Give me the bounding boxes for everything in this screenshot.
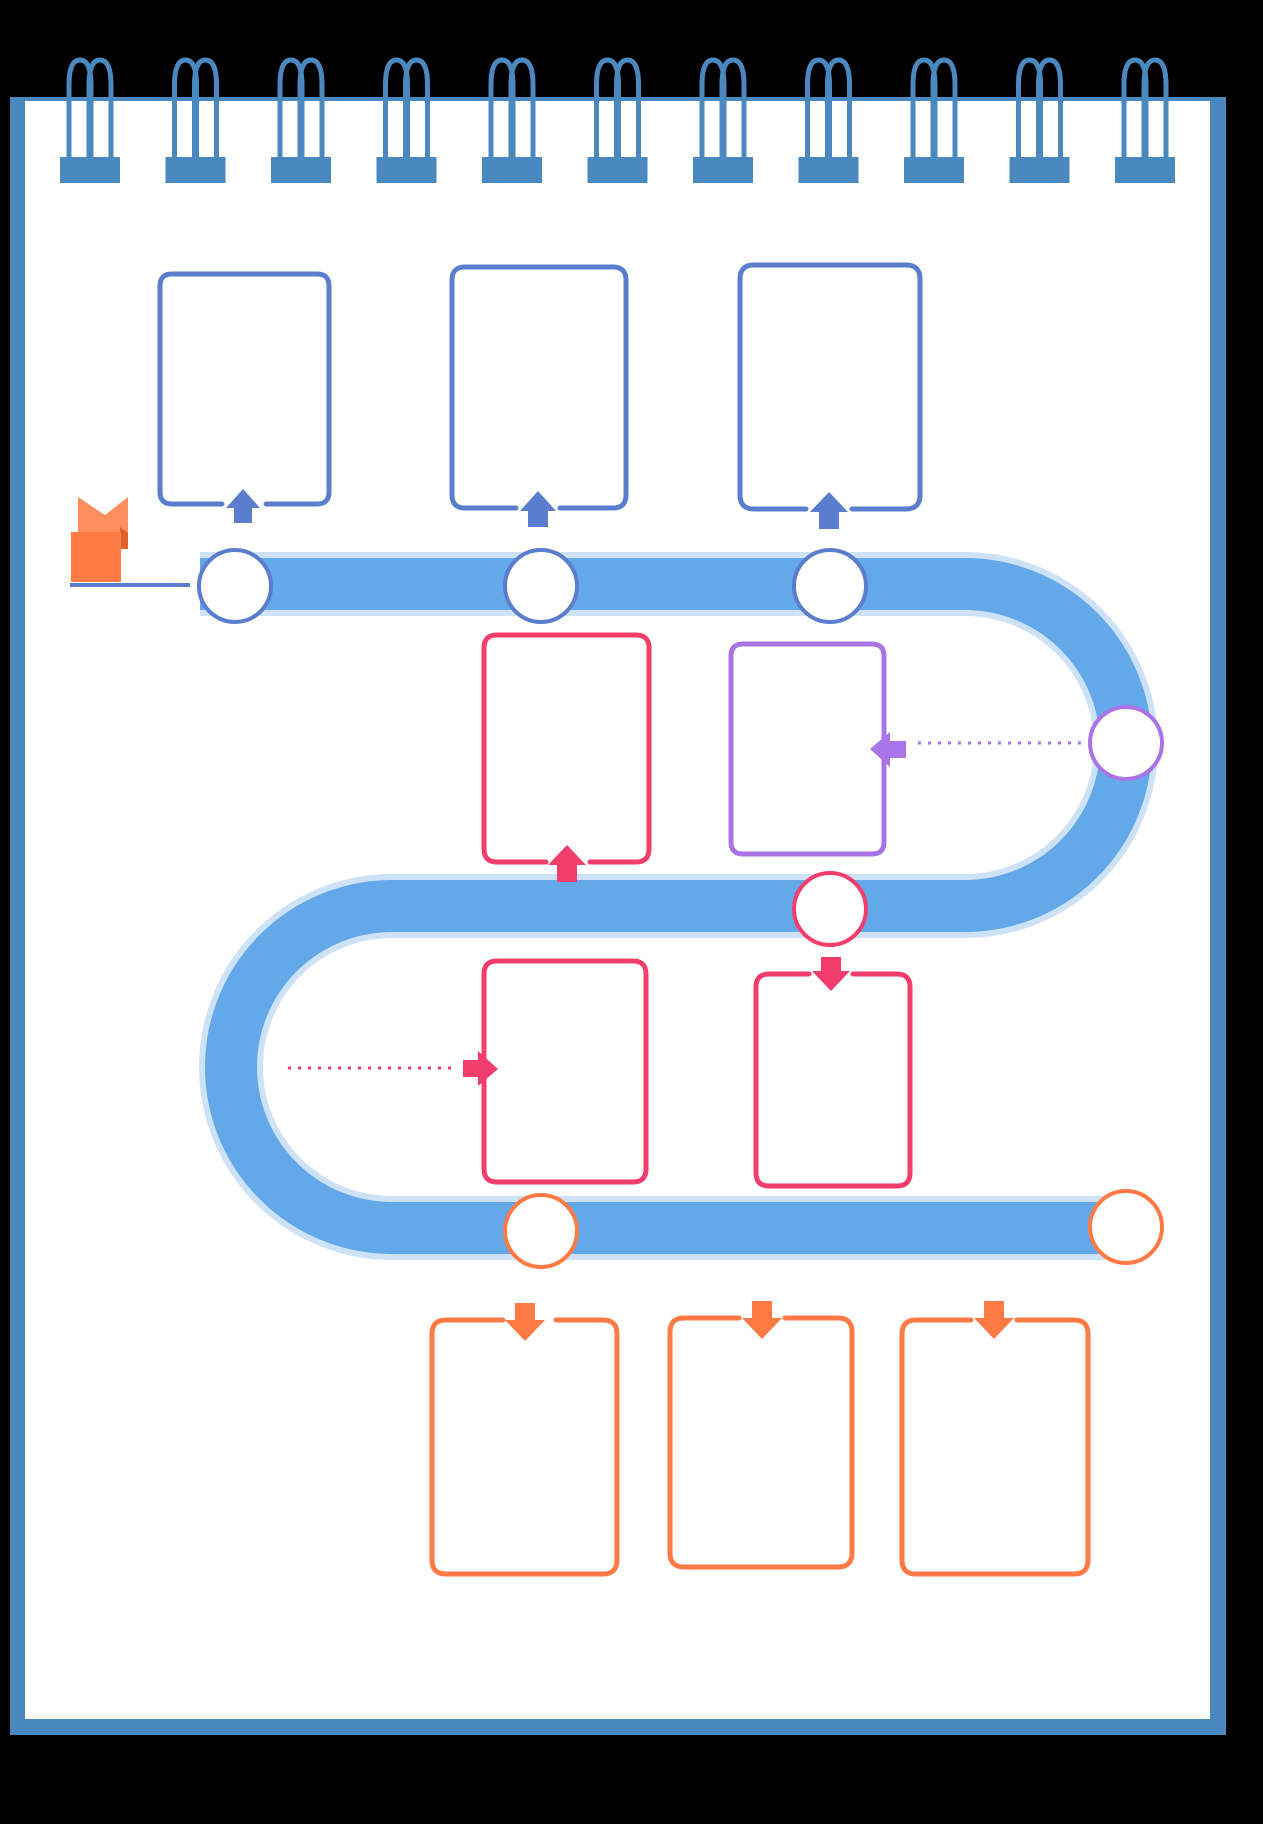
spiral-ring-icon — [482, 60, 542, 183]
ring-base — [1010, 157, 1070, 183]
spiral-ring-icon — [799, 60, 859, 183]
ring-base — [693, 157, 753, 183]
spiral-ring-icon — [904, 60, 964, 183]
ring-base — [904, 157, 964, 183]
spiral-ring-icon — [588, 60, 648, 183]
milestone-7 — [505, 1195, 577, 1267]
ring-base — [60, 157, 120, 183]
ring-base — [271, 157, 331, 183]
spiral-ring-icon — [60, 60, 120, 183]
milestone-8 — [1090, 1191, 1162, 1263]
milestone-5 — [794, 873, 866, 945]
spiral-ring-icon — [1010, 60, 1070, 183]
milestone-3 — [794, 550, 866, 622]
ring-base — [377, 157, 437, 183]
ring-base — [166, 157, 226, 183]
ring-base — [588, 157, 648, 183]
spiral-ring-icon — [166, 60, 226, 183]
spiral-ring-icon — [1115, 60, 1175, 183]
ring-base — [799, 157, 859, 183]
milestone-4 — [1090, 707, 1162, 779]
ring-base — [1115, 157, 1175, 183]
flag-front — [71, 532, 121, 582]
ring-base — [482, 157, 542, 183]
milestone-1 — [199, 550, 271, 622]
milestone-2 — [505, 550, 577, 622]
spiral-ring-icon — [271, 60, 331, 183]
spiral-ring-icon — [377, 60, 437, 183]
spiral-ring-icon — [693, 60, 753, 183]
